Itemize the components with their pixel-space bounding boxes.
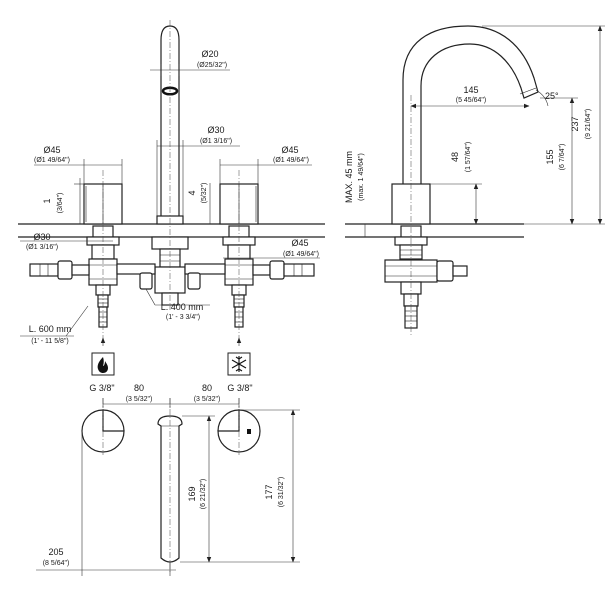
- shank-dia-inch: (Ø1 3/16"): [26, 244, 58, 251]
- len-205-inch: (8 5/64"): [43, 560, 70, 567]
- base-dia-inch: (Ø1 3/16"): [200, 138, 232, 145]
- height-total-label: 237: [570, 116, 580, 131]
- flame-icon: [91, 352, 115, 376]
- spacing-left-label: 80: [134, 383, 144, 393]
- thread-right-label: G 3/8": [227, 383, 252, 393]
- max-deck-label: MAX. 45 mm: [344, 151, 354, 203]
- thread-left-label: G 3/8": [89, 383, 114, 393]
- cap-height-label: 1: [42, 198, 52, 203]
- spacing-left-inch: (3 5/32"): [126, 396, 153, 403]
- side-view: 145 (5 45/64") 25° 237 (9 21/64") 155 (6…: [344, 25, 605, 335]
- left-handle-dia-inch: (Ø1 49/64"): [34, 157, 70, 164]
- hose-side-inch: (1' - 11 5/8"): [31, 338, 69, 345]
- side-valve-assembly: [384, 225, 468, 329]
- hose-center-inch: (1' - 3 3/4"): [166, 314, 200, 321]
- len-177-inch: (6 31/32"): [278, 477, 285, 508]
- hose-side-label: L. 600 mm: [29, 324, 72, 334]
- hose-center-label: L. 400 mm: [161, 302, 204, 312]
- base-dia-label: Ø30: [207, 125, 224, 135]
- nut-dia-label: Ø45: [291, 238, 308, 248]
- reach-label: 145: [463, 85, 478, 95]
- snowflake-icon: [227, 352, 251, 376]
- right-handle-dia-label: Ø45: [281, 145, 298, 155]
- body-height-inch: (1 57/64"): [465, 142, 472, 173]
- len-169-label: 169: [187, 486, 197, 501]
- cap-height-inch: (3/64"): [57, 193, 64, 214]
- top-right-knob: [217, 409, 261, 453]
- len-169-inch: (6 21/32"): [200, 479, 207, 510]
- len-205-label: 205: [48, 547, 63, 557]
- len-177-label: 177: [264, 484, 274, 499]
- height-total-inch: (9 21/64"): [585, 109, 592, 140]
- nut-dia-inch: (Ø1 49/64"): [283, 251, 319, 258]
- right-handle-dia-inch: (Ø1 49/64"): [273, 157, 309, 164]
- side-spout: [402, 25, 539, 184]
- gap-inch: (5/32"): [201, 183, 208, 204]
- front-view: Ø20 (Ø25/32") Ø30 (Ø1 3/16") Ø45 (Ø1 49/…: [18, 20, 325, 393]
- shank-dia-label: Ø30: [33, 232, 50, 242]
- height-outlet-inch: (6 7/64"): [559, 144, 566, 171]
- spout-dia-label: Ø20: [201, 49, 218, 59]
- angle-label: 25°: [545, 91, 559, 101]
- top-view: 80 (3 5/32") 80 (3 5/32") 169 (6 21/32")…: [36, 383, 300, 576]
- hoses: [29, 260, 315, 290]
- height-outlet-label: 155: [545, 149, 555, 164]
- gap-label: 4: [187, 190, 197, 195]
- spout-dia-inch: (Ø25/32"): [197, 62, 227, 69]
- spacing-right-inch: (3 5/32"): [194, 396, 221, 403]
- left-handle-dia-label: Ø45: [43, 145, 60, 155]
- max-deck-inch: (max. 1 49/64"): [358, 153, 365, 201]
- spacing-right-label: 80: [202, 383, 212, 393]
- top-left-knob: [81, 409, 125, 453]
- body-height-label: 48: [450, 152, 460, 162]
- reach-inch: (5 45/64"): [456, 97, 487, 104]
